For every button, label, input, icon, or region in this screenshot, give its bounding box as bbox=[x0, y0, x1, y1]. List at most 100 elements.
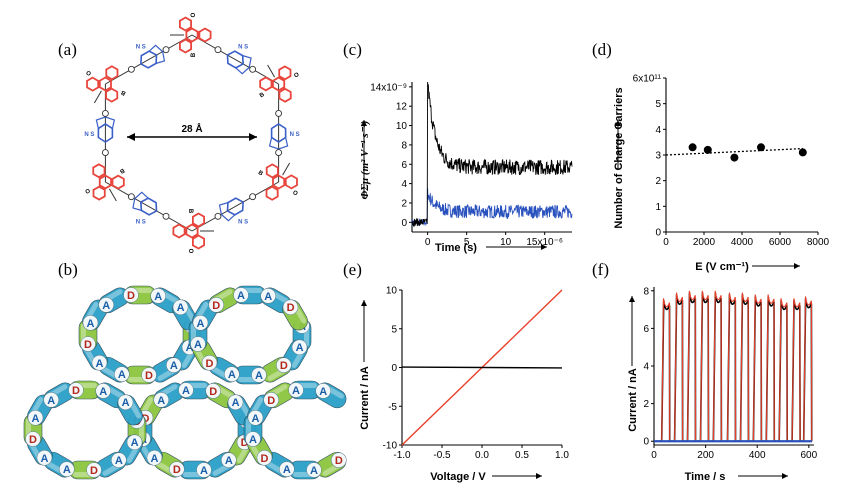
framework-bond bbox=[282, 162, 291, 176]
column-end-cap bbox=[43, 392, 59, 408]
donor-label: D bbox=[241, 437, 249, 449]
aromatic-ring bbox=[265, 185, 279, 201]
column-end-cap bbox=[288, 382, 304, 398]
donor-column: D bbox=[315, 451, 347, 478]
benzothiadiazole-unit bbox=[95, 116, 116, 143]
boron-atom-label: B bbox=[191, 52, 197, 57]
aromatic-ring bbox=[192, 234, 206, 250]
acceptor-column: A bbox=[150, 356, 182, 383]
data-point bbox=[798, 148, 807, 157]
boronate-ester-ring bbox=[275, 109, 283, 117]
acceptor-column: A bbox=[117, 394, 143, 426]
acceptor-label: A bbox=[296, 342, 304, 354]
thiadiazole-ring bbox=[218, 201, 236, 222]
y-axis-arrowhead bbox=[361, 120, 367, 126]
x-tick-label: 2000 bbox=[693, 237, 716, 248]
aromatic-ring bbox=[284, 174, 298, 190]
y-axis-label: Current / nA bbox=[627, 368, 639, 432]
acceptor-column: A bbox=[282, 339, 308, 371]
data-point bbox=[757, 143, 765, 152]
column-end-cap bbox=[172, 299, 189, 315]
acceptor-label: A bbox=[150, 453, 158, 465]
y-tick-label: 0 bbox=[655, 228, 661, 239]
acceptor-label: A bbox=[251, 413, 259, 425]
n-s-atom-label: N S bbox=[84, 132, 94, 138]
donor-label: D bbox=[72, 385, 80, 397]
acceptor-label: A bbox=[40, 453, 48, 465]
column-end-cap bbox=[263, 392, 279, 408]
acceptor-label: A bbox=[131, 437, 139, 449]
column-end-cap bbox=[208, 297, 224, 313]
acceptor-label: A bbox=[255, 370, 263, 382]
column-end-cap bbox=[141, 367, 157, 383]
acceptor-label: A bbox=[118, 369, 126, 381]
oxygen-atom-label: O bbox=[291, 190, 298, 198]
acceptor-column: A bbox=[233, 365, 267, 385]
x-tick-label: 0.0 bbox=[475, 450, 489, 461]
donor-label: D bbox=[84, 339, 92, 351]
boronate-ester-ring bbox=[162, 212, 170, 220]
donor-label: D bbox=[260, 453, 268, 465]
donor-label: D bbox=[141, 413, 149, 425]
boron-atom-label: B bbox=[257, 170, 264, 178]
boron-atom-label: B bbox=[118, 167, 125, 175]
y-tick-label: 2 bbox=[401, 198, 407, 209]
framework-bond bbox=[93, 90, 102, 104]
thiadiazole-ring bbox=[268, 136, 289, 150]
aromatic-ring bbox=[86, 76, 100, 92]
aromatic-ring bbox=[105, 87, 119, 103]
boronate-ester-ring bbox=[101, 149, 109, 157]
x-axis-arrowhead bbox=[536, 473, 542, 479]
boron-atom-label: B bbox=[120, 88, 127, 96]
x-tick-label: 8000 bbox=[807, 237, 830, 248]
column-end-cap bbox=[82, 315, 99, 331]
linear-fit-line bbox=[665, 147, 803, 156]
arrow-head-left bbox=[127, 133, 135, 141]
boronate-ester-ring bbox=[249, 65, 257, 73]
x-tick-label: 0.5 bbox=[515, 450, 529, 461]
column-end-cap bbox=[196, 462, 212, 478]
aromatic-ring bbox=[272, 76, 286, 92]
acceptor-label: A bbox=[95, 358, 103, 370]
y-axis-label: Number of Charge Carriers bbox=[613, 87, 625, 228]
x-axis-label: Voltage / V bbox=[430, 471, 486, 483]
y-tick-label: 14x10⁻⁹ bbox=[370, 82, 407, 93]
y-axis-arrowhead bbox=[361, 300, 367, 306]
column-end-cap bbox=[291, 339, 308, 355]
benzothiadiazole-unit bbox=[268, 123, 289, 150]
photocurrent-trace-overlay bbox=[654, 292, 813, 442]
boronate-ester-ring bbox=[127, 193, 135, 201]
acceptor-label: A bbox=[319, 386, 327, 398]
column-end-cap bbox=[36, 450, 53, 466]
acceptor-label: A bbox=[194, 339, 202, 351]
x-axis-label: Time (s) bbox=[435, 242, 477, 254]
oxygen-atom-label: O bbox=[293, 72, 300, 80]
y-tick-label: 4 bbox=[643, 362, 649, 373]
y-tick-label: 6 bbox=[401, 160, 407, 171]
donor-column: D bbox=[260, 356, 292, 383]
acceptor-label: A bbox=[115, 455, 123, 467]
aromatic-ring bbox=[178, 38, 192, 54]
x-tick-label: 200 bbox=[697, 450, 714, 461]
acceptor-label: A bbox=[228, 369, 236, 381]
y-tick-label: 0 bbox=[391, 363, 397, 374]
triphenylene-node: OB bbox=[170, 12, 212, 57]
data-point bbox=[730, 153, 739, 162]
x-axis-label: E (V cm⁻¹) bbox=[695, 261, 749, 273]
framework-bond bbox=[105, 181, 193, 232]
oxygen-atom-label: O bbox=[83, 187, 90, 195]
framework-bond bbox=[105, 34, 193, 85]
boronate-ester-ring bbox=[275, 149, 283, 157]
acceptor-column: A bbox=[178, 460, 212, 480]
x-axis-arrowhead bbox=[794, 263, 800, 269]
column-end-cap bbox=[146, 450, 163, 466]
acceptor-label: A bbox=[182, 385, 190, 397]
x-tick-label: -1.0 bbox=[393, 450, 411, 461]
panel-label-a: (a) bbox=[58, 40, 77, 59]
column-end-cap bbox=[169, 461, 185, 477]
column-end-cap bbox=[123, 287, 139, 303]
x-tick-label: 15x10⁻⁶ bbox=[526, 237, 563, 248]
acceptor-label: A bbox=[225, 455, 233, 467]
column-end-cap bbox=[91, 355, 108, 371]
